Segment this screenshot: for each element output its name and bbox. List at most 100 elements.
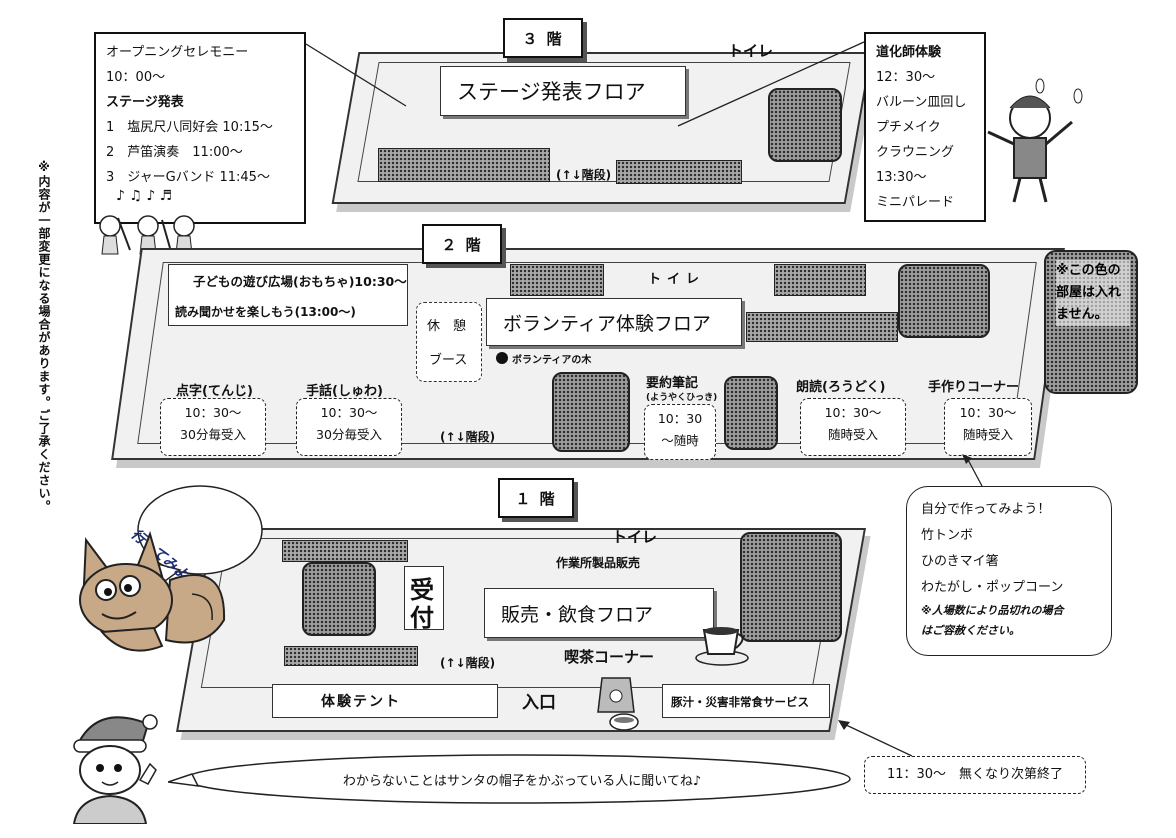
summary-writing-note: 〜随時	[661, 433, 699, 448]
clown-item: プチメイク	[876, 120, 941, 135]
stage-floor-banner: ステージ発表フロア	[440, 66, 686, 116]
stage-program-box: オープニングセレモニー 10：00〜 ステージ発表 1 塩尻尺八同好会 10:1…	[94, 32, 306, 224]
handmade-callout-title: 自分で作ってみよう！	[921, 502, 1051, 517]
floor-1-stairs: (↑↓階段)	[440, 656, 496, 670]
summary-writing-room-label: 要約筆記	[646, 376, 699, 391]
unavailable-room-note: ※この色の部屋は入れません。	[1056, 260, 1130, 326]
stage-heading: ステージ発表	[106, 95, 184, 110]
sign-language-note: 30分毎受入	[316, 427, 382, 442]
santa-message-text: わからないことはサンタの帽子をかぶっている人に聞いてね♪	[342, 774, 702, 789]
handmade-callout-item: 竹トンボ	[921, 528, 974, 543]
floor-1-closed-room	[740, 532, 842, 642]
reading-aloud-room-label: 朗読(ろうどく)	[796, 380, 886, 395]
braille-time: 10：30〜	[184, 405, 242, 420]
summary-writing-room-reading: (ようやくひっき)	[646, 393, 718, 403]
cafe-corner-label: 喫茶コーナー	[564, 648, 655, 666]
summary-writing-room-schedule: 10：30 〜随時	[644, 404, 716, 460]
clown-item: バルーン皿回し	[876, 95, 967, 110]
opening-ceremony-title: オープニングセレモニー	[106, 45, 249, 60]
volunteer-tree-label: ボランティアの木	[512, 355, 592, 366]
floor-3-stairs: (↑↓階段)	[556, 168, 612, 182]
soup-service: 豚汁・災害非常食サービス	[662, 684, 830, 718]
handmade-callout-item: ひのきマイ箸	[921, 554, 999, 569]
rest-booth-line1: 休 憩	[427, 319, 467, 334]
clown-time: 13:30〜	[876, 170, 927, 185]
handmade-callout-note: ※人場数により品切れの場合	[921, 604, 1064, 617]
music-notes-icon: ♪ ♫ ♪ ♬	[116, 188, 173, 204]
handmade-note: 随時受入	[962, 427, 1013, 442]
soup-time-pointer	[836, 716, 916, 758]
experience-tent: 体験テント	[272, 684, 498, 718]
floor-1-closed-strip	[282, 540, 408, 562]
clown-time: 12：30〜	[876, 70, 936, 85]
braille-room-label: 点字(てんじ)	[176, 384, 253, 399]
reception-char-1: 受	[410, 576, 434, 604]
volunteer-floor-banner: ボランティア体験フロア	[486, 298, 742, 346]
floor-3-closed-strip-right	[616, 160, 742, 184]
reading-aloud-note: 随時受入	[827, 427, 878, 442]
food-pot-icon	[590, 672, 646, 734]
floor-3-closed-room	[768, 88, 842, 162]
floor-3-tab: ３ 階	[503, 18, 583, 58]
reading-aloud-time: 10：30〜	[824, 405, 882, 420]
handmade-time: 10：30〜	[959, 405, 1017, 420]
handmade-callout-item: わたがし・ポップコーン	[921, 580, 1064, 595]
floor-2-closed-room	[898, 264, 990, 338]
floor-2-closed-room	[552, 372, 630, 452]
reception-desk	[404, 566, 444, 630]
stage-item: 3 ジャーGバンド 11:45〜	[106, 170, 270, 185]
floor-2-closed-strip	[774, 264, 866, 296]
stage-item: 2 芦笛演奏 11:00〜	[106, 145, 243, 160]
handmade-room-label: 手作りコーナー	[928, 380, 1020, 395]
storytime-label: 読み聞かせを楽しもう(13:00〜)	[175, 305, 356, 319]
rest-booth-line2: ブース	[429, 353, 468, 368]
floor-1-toilet: トイレ	[612, 528, 658, 546]
rest-booth: 休 憩 ブース	[416, 302, 482, 382]
handmade-callout-note: はご容赦ください。	[921, 624, 1020, 637]
soup-time-box: 11：30〜 無くなり次第終了	[864, 756, 1086, 794]
floor-1-closed-room	[302, 562, 376, 636]
floor-2-closed-room	[724, 376, 778, 450]
fox-mascot-illustration	[66, 520, 234, 668]
handmade-callout-pointer	[956, 452, 986, 488]
floor-2-stairs: (↑↓階段)	[440, 430, 496, 444]
side-note: ※内容が一部変更になる場合があります。ご了承ください。	[37, 160, 51, 513]
clown-title: 道化師体験	[876, 45, 942, 60]
braille-room-schedule: 10：30〜 30分毎受入	[160, 398, 266, 456]
floor-3-toilet: トイレ	[728, 42, 774, 60]
braille-note: 30分毎受入	[180, 427, 246, 442]
stage-item: 1 塩尻尺八同好会 10:15〜	[106, 120, 273, 135]
floor-2-tab: ２ 階	[422, 224, 502, 264]
clown-item: ミニパレード	[876, 195, 955, 210]
volunteer-tree-dot-icon	[496, 352, 508, 364]
summary-writing-time: 10：30	[657, 411, 703, 426]
floor-2-closed-strip	[510, 264, 604, 296]
kids-area-title: 子どもの遊び広場(おもちゃ)10:30〜	[193, 274, 407, 289]
kids-area: 子どもの遊び広場(おもちゃ)10:30〜 読み聞かせを楽しもう(13:00〜)	[168, 264, 408, 326]
floor-2-closed-strip	[746, 312, 898, 342]
clown-item: クラウニング	[876, 145, 955, 160]
sign-language-room-label: 手話(しゅわ)	[306, 384, 383, 399]
handmade-room-schedule: 10：30〜 随時受入	[944, 398, 1032, 456]
handmade-callout: 自分で作ってみよう！ 竹トンボ ひのきマイ箸 わたがし・ポップコーン ※人場数に…	[906, 486, 1112, 656]
floor-2-toilet: トイレ	[648, 272, 706, 287]
soup-service-label: 豚汁・災害非常食サービス	[671, 695, 809, 709]
coffee-cup-icon	[694, 620, 750, 666]
experience-tent-label: 体験テント	[321, 694, 401, 710]
entrance-label: 入口	[522, 693, 556, 713]
reading-aloud-room-schedule: 10：30〜 随時受入	[800, 398, 906, 456]
sign-language-room-schedule: 10：30〜 30分毎受入	[296, 398, 402, 456]
reception-char-2: 付	[410, 604, 434, 632]
clown-illustration	[970, 78, 1090, 206]
floor-1-tab: １ 階	[498, 478, 574, 518]
stage-callout-pointer	[305, 42, 416, 112]
santa-hat-person-illustration	[58, 704, 166, 825]
sales-floor-banner: 販売・飲食フロア	[484, 588, 714, 638]
floor-3-closed-strip-left	[378, 148, 550, 182]
floor-1-closed-strip	[284, 646, 418, 666]
opening-time: 10：00〜	[106, 70, 166, 85]
clown-program-box: 道化師体験 12：30〜 バルーン皿回し プチメイク クラウニング 13:30〜…	[864, 32, 986, 222]
sign-language-time: 10：30〜	[320, 405, 378, 420]
clown-callout-pointer	[676, 40, 866, 130]
workshop-sales-label: 作業所製品販売	[556, 556, 641, 570]
